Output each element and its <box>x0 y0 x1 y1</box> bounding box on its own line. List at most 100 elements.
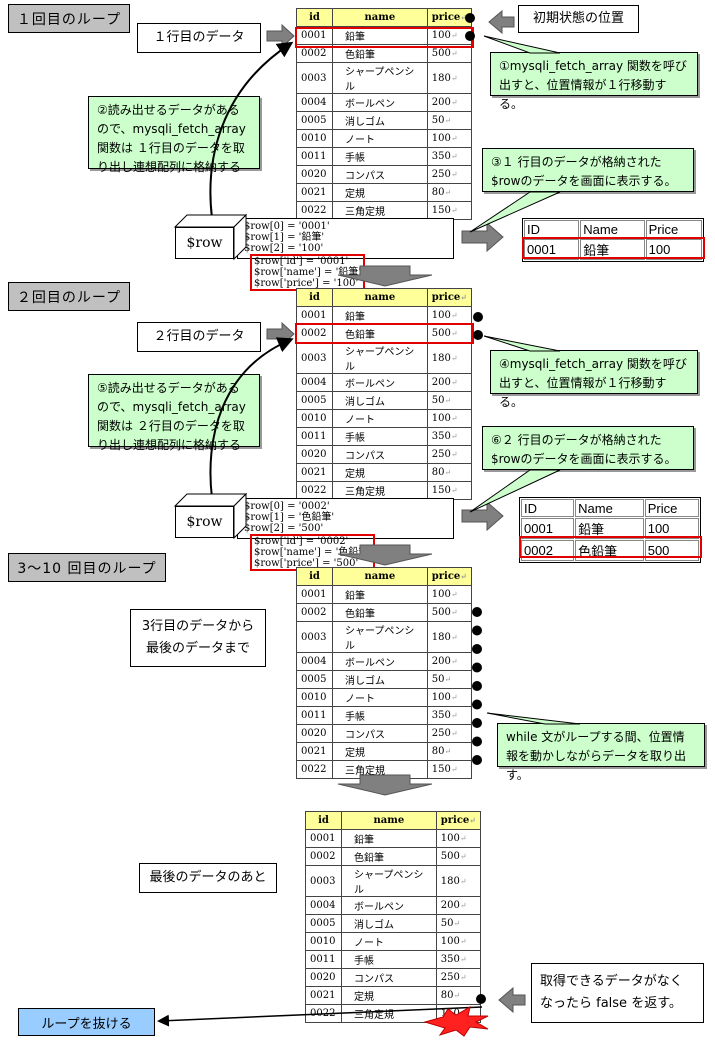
col-id: id <box>296 8 333 27</box>
cell-name: ボールペン <box>341 896 437 915</box>
cell-id: 0002 <box>296 324 333 343</box>
output-header-cell: ID <box>524 220 580 238</box>
cell-name: ボールペン <box>332 652 428 671</box>
cell-name: 手帳 <box>332 427 428 446</box>
cell-name: 色鉛筆 <box>332 324 428 343</box>
col-id: id <box>296 567 333 586</box>
cell-price: 250↵ <box>435 968 482 987</box>
col-name: name <box>332 8 428 27</box>
cell-price: 80↵ <box>426 463 473 482</box>
output-cell: 0001 <box>521 518 575 539</box>
output-header-cell: Name <box>580 220 645 238</box>
cell-id: 0004 <box>296 373 333 392</box>
cell-name: コンパス <box>332 445 428 464</box>
cell-name: 手帳 <box>332 706 428 725</box>
pointer-dot <box>472 662 482 673</box>
cell-price: 100↵ <box>426 306 473 325</box>
cell-price: 50↵ <box>426 111 473 130</box>
cell-name: 色鉛筆 <box>341 847 437 866</box>
cell-id: 0001 <box>296 306 333 325</box>
cell-name: シャープペンシル <box>332 621 428 653</box>
output-cell: 100 <box>644 518 699 539</box>
cell-id: 0004 <box>305 896 342 915</box>
cell-name: ノート <box>332 409 428 428</box>
cell-name: 手帳 <box>332 147 428 166</box>
col-price: price↵ <box>426 567 473 586</box>
cell-name: 手帳 <box>341 950 437 969</box>
loop2-row-note: ２行目のデータ <box>137 322 261 352</box>
cell-price: 500↵ <box>426 324 473 343</box>
cell-id: 0010 <box>296 129 333 148</box>
loop3-row-note: 3行目のデータから 最後のデータまで <box>130 609 266 667</box>
callout-while-loop: while 文がループする間、位置情報を動かしながらデータを取り出す。 <box>497 723 705 782</box>
loop1-label: １回目のループ <box>8 4 130 33</box>
cell-price: 80↵ <box>426 742 473 761</box>
cell-price: 500↵ <box>435 847 482 866</box>
cell-name: 定規 <box>332 183 428 202</box>
cell-price: 100↵ <box>426 585 473 604</box>
cell-id: 0004 <box>296 93 333 112</box>
cell-id: 0001 <box>296 585 333 604</box>
cell-price: 50↵ <box>426 670 473 689</box>
cell-price: 350↵ <box>426 147 473 166</box>
cell-id: 0002 <box>305 847 342 866</box>
exit-loop-box: ループを抜ける <box>18 1008 155 1036</box>
callout-reads-data-2: ⑤読み出せるデータがあるので、mysqli_fetch_array 関数は ２行… <box>88 374 260 452</box>
callout-fetch-moves-2: ④mysqli_fetch_array 関数を呼び出すと、位置情報が１行移動する… <box>490 350 698 409</box>
cell-id: 0003 <box>305 865 342 897</box>
cell-price: 500↵ <box>426 603 473 622</box>
cell-id: 0002 <box>296 603 333 622</box>
cell-price: 100↵ <box>426 129 473 148</box>
callout-display-2: ⑥２ 行目のデータが格納された $rowのデータを画面に表示する。 <box>482 426 694 470</box>
output-header-cell: ID <box>521 499 575 517</box>
cell-name: コンパス <box>332 165 428 184</box>
row-variable-box-2: $row <box>175 506 234 538</box>
after-last-note: 最後のデータのあと <box>139 863 277 893</box>
col-name: name <box>332 567 428 586</box>
cell-name: 三角定規 <box>341 1004 437 1023</box>
pointer-dot <box>472 644 482 654</box>
cell-name: 鉛筆 <box>332 585 428 604</box>
cell-price: 200↵ <box>426 93 473 112</box>
cell-price: 180↵ <box>426 621 473 653</box>
cell-id: 0021 <box>296 742 333 761</box>
cell-id: 0003 <box>296 621 333 653</box>
output-header-cell: Price <box>644 499 699 517</box>
loop3-label: 3～10 回目のループ <box>8 553 166 582</box>
cell-price: 150↵ <box>426 481 473 500</box>
col-price: price↵ <box>426 8 473 27</box>
block-arrow-icon <box>461 500 504 532</box>
assoc-values: $row['id'] = '0001' $row['name'] = '鉛筆' … <box>250 254 366 291</box>
output-cell: 0002 <box>521 540 575 561</box>
cell-name: 色鉛筆 <box>332 603 428 622</box>
pointer-dot <box>472 736 482 747</box>
cell-name: 三角定規 <box>332 481 428 500</box>
block-arrow-icon <box>498 986 526 1014</box>
cell-price: 180↵ <box>426 62 473 94</box>
cell-name: シャープペンシル <box>332 62 428 94</box>
output-cell: 500 <box>644 540 699 561</box>
callout-fetch-moves-1: ①mysqli_fetch_array 関数を呼び出すと、位置情報が１行移動する… <box>490 52 698 111</box>
